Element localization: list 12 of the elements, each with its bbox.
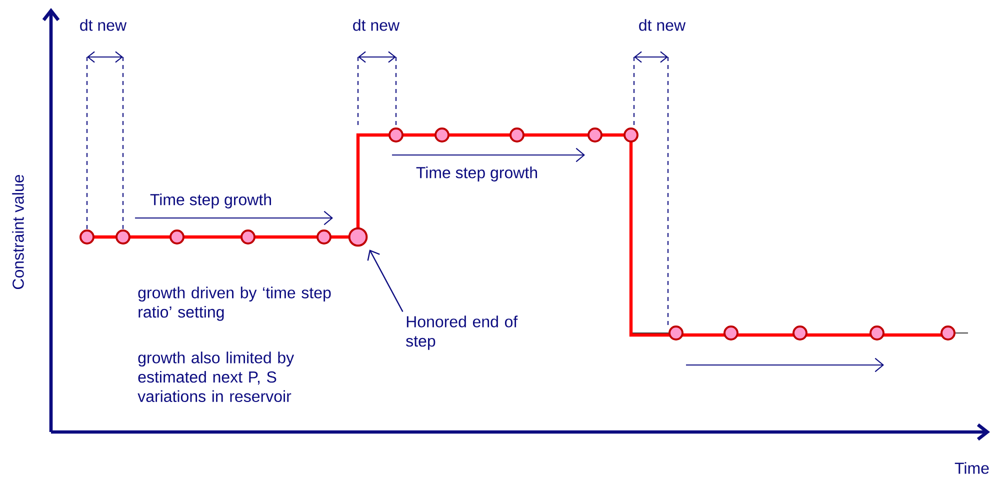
arrow-label: Time step growth <box>416 166 537 182</box>
callout-text: Honored end of step <box>406 316 518 350</box>
dimension-label: dt new <box>80 19 127 31</box>
leader-arrow <box>367 250 404 312</box>
axis-label: Time <box>954 462 989 474</box>
dimension-label: dt new <box>353 19 400 31</box>
dimension-label: dt new <box>639 19 686 31</box>
axis-label: Constraint value <box>12 174 24 289</box>
note-text: growth also limited by estimated next P, S variations in reservoir <box>138 352 294 402</box>
arrow-label: Time step growth <box>150 194 271 208</box>
marker-circle <box>348 227 368 247</box>
note-text: growth driven by ‘time step ratio’ setting <box>138 286 331 321</box>
